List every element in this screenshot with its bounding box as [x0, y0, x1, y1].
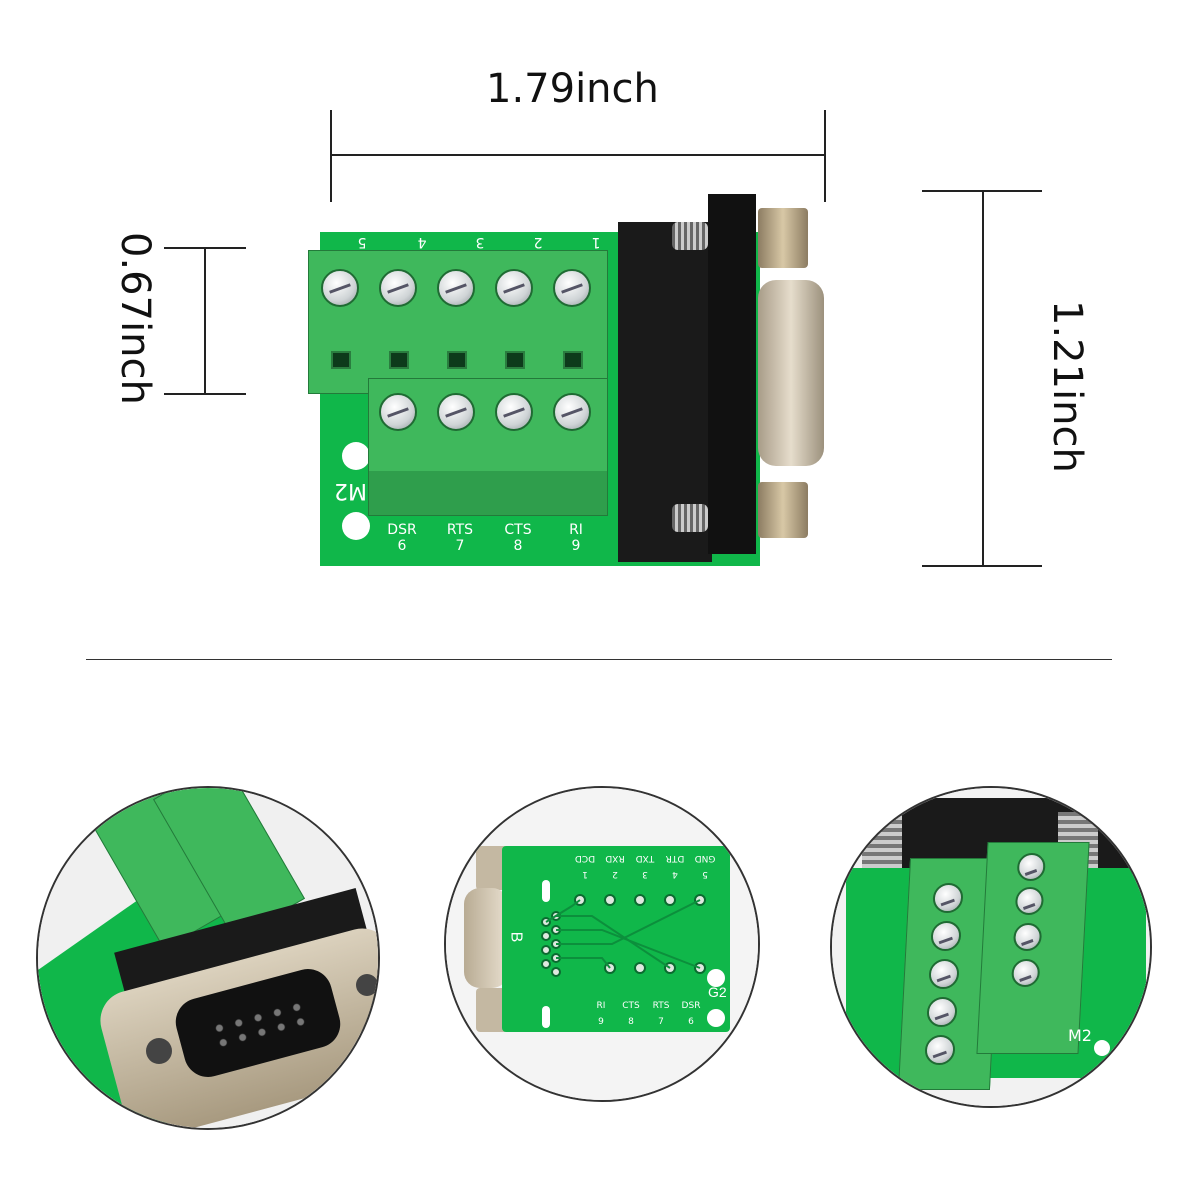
wire-slot	[331, 351, 351, 369]
screw-icon	[1014, 887, 1045, 915]
screw-icon	[672, 222, 708, 250]
pcb-back	[502, 846, 730, 1032]
wire-slot	[389, 351, 409, 369]
mounting-hole	[342, 512, 370, 540]
board-marking: M2	[334, 478, 367, 503]
pin-number: 4	[417, 234, 427, 250]
terminal-height-label: 0.67inch	[112, 232, 158, 405]
screw-icon	[379, 269, 417, 307]
width-label: 1.79inch	[486, 66, 659, 112]
divider	[86, 659, 1112, 660]
pin-number: 1	[591, 234, 601, 250]
screw-icon	[930, 921, 962, 951]
side-marking: M2	[1068, 1026, 1092, 1045]
screw-icon	[1012, 923, 1043, 951]
pin-number: 2	[533, 234, 543, 250]
pin-number: 5	[357, 234, 367, 250]
screw-icon	[926, 997, 958, 1027]
wire-slot	[505, 351, 525, 369]
terminal-block-side-4	[976, 842, 1090, 1054]
screw-icon	[924, 1035, 956, 1065]
screw-icon	[379, 393, 417, 431]
detail-view-terminals: M2	[830, 786, 1152, 1108]
screw-icon	[495, 269, 533, 307]
pin-number: 3	[475, 234, 485, 250]
top-pin-numbers: 5 4 3 2 1	[340, 232, 620, 252]
screw-icon	[672, 504, 708, 532]
height-label: 1.21inch	[1044, 300, 1090, 473]
terminal-block-5	[308, 250, 608, 394]
wire-slot	[563, 351, 583, 369]
wire-slot	[447, 351, 467, 369]
trace-pattern	[541, 880, 725, 1028]
screw-icon	[553, 269, 591, 307]
screw-icon	[1010, 959, 1041, 987]
screw-icon	[932, 883, 964, 913]
marking-g2: G2	[708, 984, 727, 1000]
detail-view-connector	[36, 786, 380, 1130]
terminal-block-4	[368, 378, 608, 516]
screw-icon	[437, 269, 475, 307]
screw-icon	[553, 393, 591, 431]
screw-icon	[437, 393, 475, 431]
screw-icon	[928, 959, 960, 989]
screw-icon	[495, 393, 533, 431]
marking-b: B	[507, 931, 525, 943]
mounting-hole	[342, 442, 370, 470]
db9-connector	[618, 194, 824, 562]
screw-icon	[321, 269, 359, 307]
screw-icon	[1016, 853, 1046, 881]
